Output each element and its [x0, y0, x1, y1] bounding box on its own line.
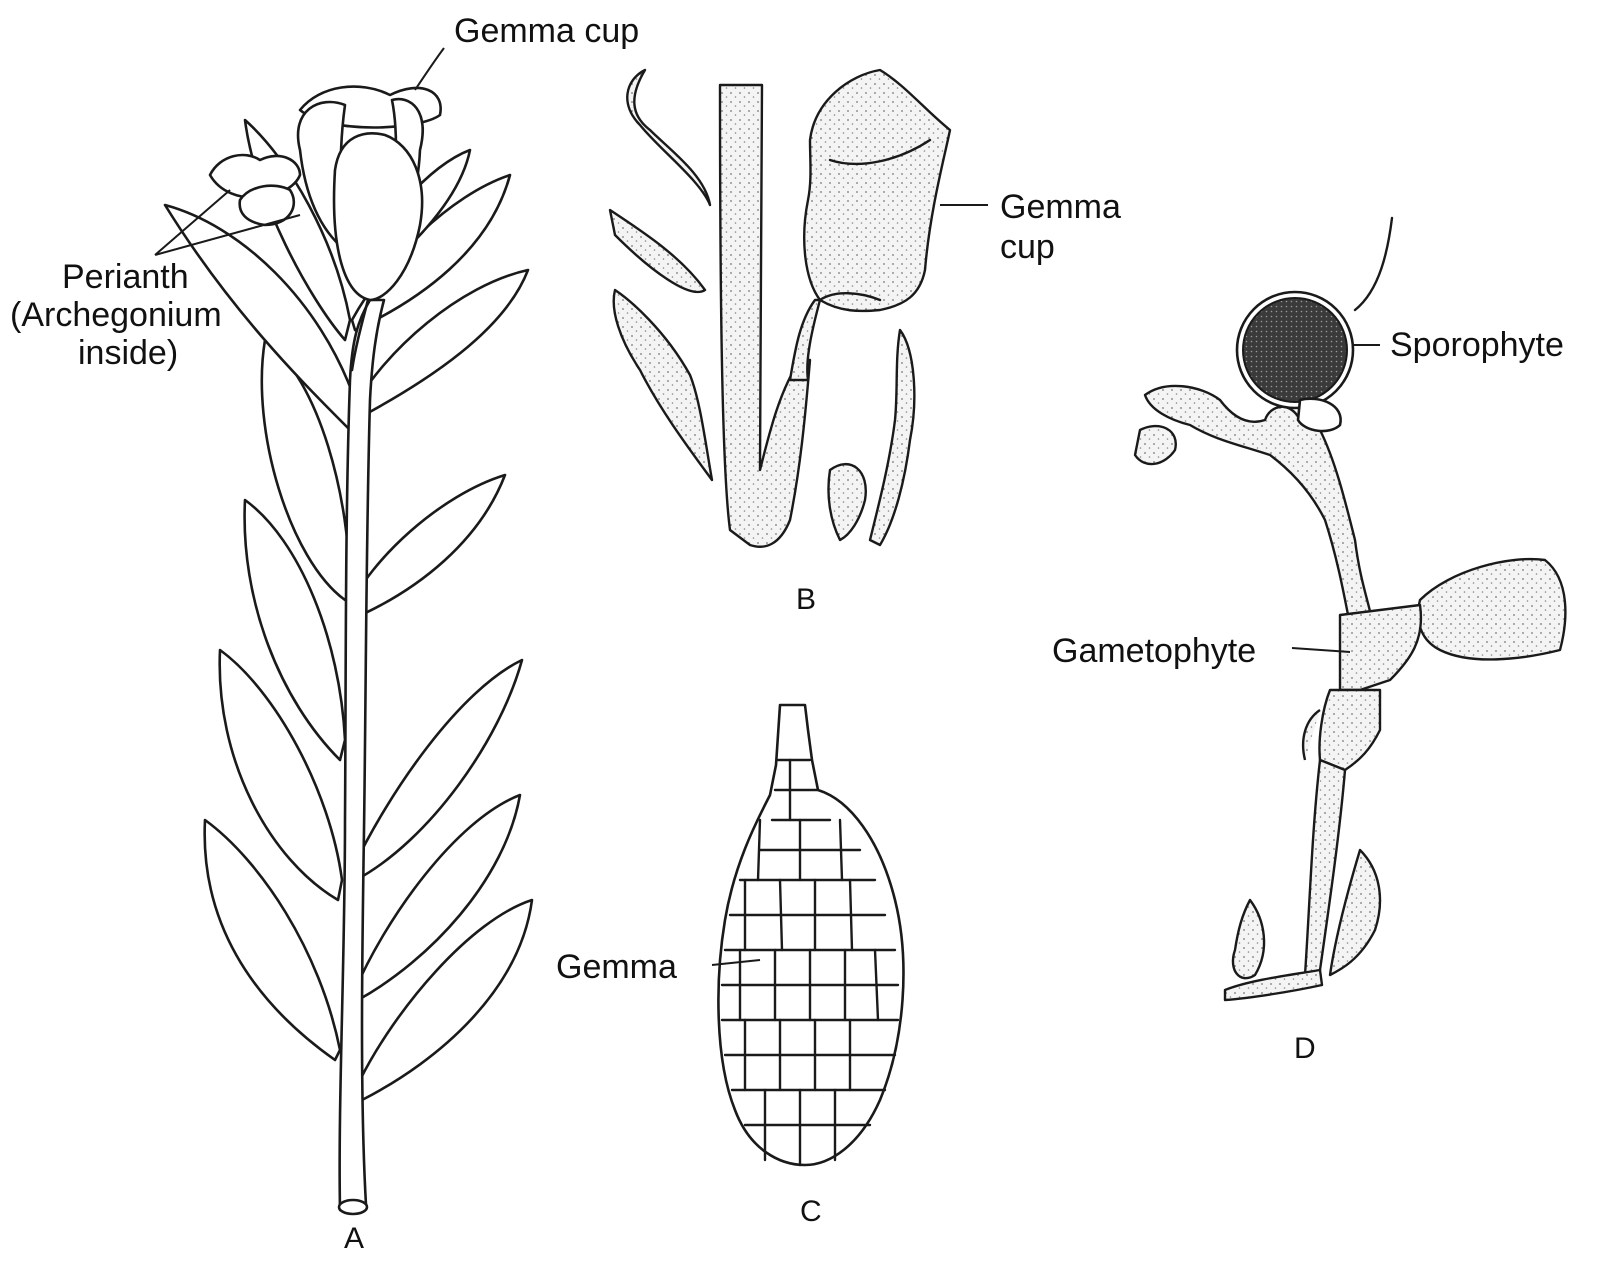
label-gemma-c: Gemma [556, 948, 677, 986]
label-gemma-cup-b: Gemma [1000, 188, 1121, 226]
panel-letter-c: C [800, 1195, 822, 1229]
label-gemma-cup-b-line2: cup [1000, 228, 1055, 266]
label-gametophyte: Gametophyte [1052, 632, 1256, 670]
panel-b-gemma-cup [610, 70, 950, 547]
label-gemma-cup-a: Gemma cup [454, 12, 639, 50]
panel-letter-d: D [1294, 1032, 1316, 1066]
label-perianth: Perianth [62, 258, 189, 296]
label-perianth-inside: inside) [78, 334, 178, 372]
label-perianth-archegonium: (Archegonium [10, 296, 222, 334]
panel-letter-b: B [796, 583, 816, 617]
leader-gemma-cup-a [415, 48, 444, 90]
panel-c-gemma [718, 705, 903, 1165]
panel-letter-a: A [344, 1222, 364, 1256]
panel-a-shoot [165, 87, 532, 1214]
label-sporophyte: Sporophyte [1390, 326, 1564, 364]
